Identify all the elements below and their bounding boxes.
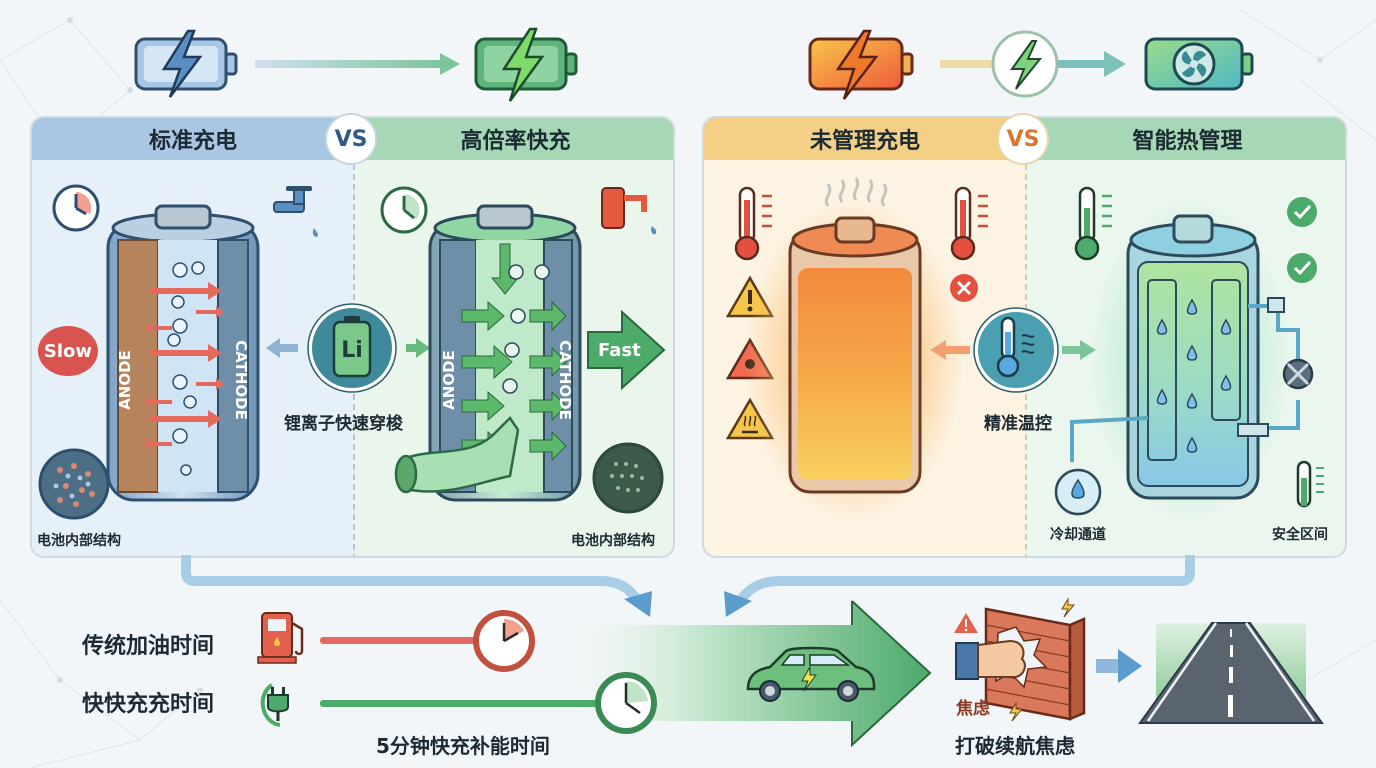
top-flow-left — [134, 27, 578, 102]
fast-charge-caption: 5分钟快充补能时间 — [376, 734, 550, 758]
heat-waves-icon — [824, 177, 888, 207]
structure-caption-right: 电池内部结构 — [571, 533, 655, 549]
error-x-icon — [950, 274, 978, 302]
lightning-icon-small-2 — [1009, 701, 1024, 722]
open-road-icon — [1138, 622, 1324, 724]
charge-time-label: 快快充充时间 — [82, 692, 215, 717]
connector-arrow-left — [181, 555, 643, 604]
lithium-ion-icon — [266, 303, 430, 393]
fuel-time-label: 传统加油时间 — [82, 634, 215, 659]
cathode-label-right: CATHODE — [556, 340, 574, 420]
overheating-battery-cell — [788, 216, 922, 494]
cooling-channel-droplet-icon — [1054, 468, 1102, 516]
unmanaged-charge-title: 未管理充电 — [704, 118, 1026, 160]
road-arrow-shaft — [1096, 659, 1120, 673]
ion-particles-slow — [167, 261, 205, 476]
fuel-pump-icon — [257, 612, 304, 664]
clock-icon-charge — [595, 672, 657, 734]
thermometer-hot-icon-right — [950, 186, 988, 261]
ion-particles-fast — [502, 264, 550, 394]
faucet-icon — [273, 186, 318, 237]
road-arrow-head — [1118, 649, 1142, 683]
charging-plug-icon — [260, 683, 289, 727]
bottom-illustration — [181, 555, 1324, 748]
electric-car-icon — [746, 646, 876, 702]
anode-label-right: ANODE — [440, 350, 458, 410]
battery-standard-icon — [134, 29, 238, 98]
lightning-icon-small — [1061, 597, 1076, 618]
slow-badge: Slow — [38, 326, 98, 376]
connector-arrow-right — [735, 555, 1195, 604]
hose-icon — [601, 187, 657, 235]
warning-icon-small — [954, 613, 978, 633]
safe-zone-caption: 安全区间 — [1272, 527, 1328, 543]
lightning-icon — [991, 30, 1059, 98]
flow-arrow-icon — [255, 53, 460, 75]
top-flow-right — [808, 29, 1254, 100]
anxiety-tag: 焦虑 — [956, 699, 990, 719]
smart-thermal-title: 智能热管理 — [1026, 118, 1345, 160]
thermometer-hot-icon-left — [734, 186, 772, 261]
structure-caption-left: 电池内部结构 — [37, 533, 121, 549]
battery-overheat-icon — [808, 29, 914, 100]
fast-charge-title: 高倍率快充 — [354, 118, 673, 160]
charging-illustration: ANODE CATHODE Li — [38, 184, 666, 520]
internal-structure-icon-right — [592, 442, 664, 514]
precise-temperature-control-icon — [973, 307, 1059, 393]
cathode-label-left: CATHODE — [232, 340, 250, 420]
cooling-channel-caption: 冷却通道 — [1050, 527, 1106, 543]
cooled-battery-cell — [1126, 214, 1260, 500]
check-icon-1 — [1287, 197, 1317, 227]
anode-label-left: ANODE — [116, 350, 134, 410]
fast-arrow-icon — [587, 309, 666, 391]
coolant-droplets — [1156, 298, 1232, 453]
battery-fast-charge-icon — [474, 27, 578, 102]
standard-charge-title: 标准充电 — [32, 118, 354, 160]
precise-temp-caption: 精准温控 — [984, 414, 1052, 434]
lithium-symbol: Li — [341, 338, 363, 363]
thermal-illustration — [725, 177, 1324, 520]
break-anxiety-caption: 打破续航焦虑 — [955, 734, 1075, 758]
check-icon-2 — [1287, 253, 1317, 283]
inflow-pipe — [400, 416, 520, 493]
battery-cooling-fan-icon — [1144, 37, 1254, 91]
fist-icon — [955, 639, 1026, 680]
fast-charge-time-bar — [320, 700, 602, 707]
ion-arrows-slow — [144, 282, 224, 450]
vs-badge-charging: VS — [325, 113, 377, 165]
clock-icon-slow — [52, 184, 100, 232]
clock-icon-fast — [380, 186, 428, 234]
vs-badge-thermal: VS — [997, 113, 1049, 165]
clock-icon-fuel — [473, 610, 535, 672]
thermometer-safe-icon-top — [1074, 186, 1112, 261]
lithium-shuttle-caption: 锂离子快速穿梭 — [284, 414, 403, 434]
thermometer-safe-icon-bottom — [1296, 460, 1324, 508]
fuel-time-bar — [320, 637, 480, 644]
internal-structure-icon-left — [38, 448, 110, 520]
pump-valve-icon — [1282, 358, 1314, 390]
fast-label: Fast — [598, 340, 641, 361]
